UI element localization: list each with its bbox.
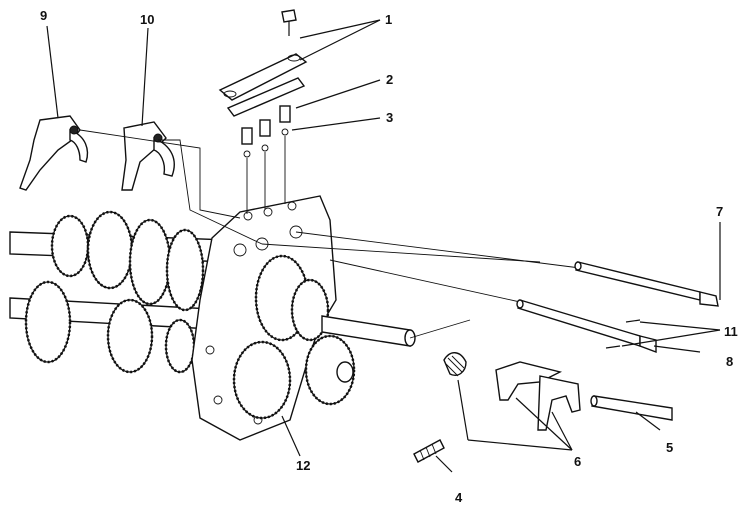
callout-12: 12 bbox=[296, 458, 310, 473]
shift-rail-7 bbox=[574, 261, 719, 307]
callout-3: 3 bbox=[386, 110, 393, 125]
leader-lines bbox=[46, 19, 721, 473]
detent-springs bbox=[241, 105, 291, 158]
callout-8: 8 bbox=[726, 354, 733, 369]
shift-forks-6 bbox=[495, 361, 581, 431]
alignment-lines bbox=[79, 129, 581, 339]
callout-9: 9 bbox=[40, 8, 47, 23]
callout-4: 4 bbox=[455, 490, 463, 505]
spring-6 bbox=[443, 352, 467, 377]
tension-spring-4 bbox=[413, 439, 445, 463]
callout-2: 2 bbox=[386, 72, 393, 87]
shift-fork-10 bbox=[121, 121, 175, 191]
pin-5 bbox=[590, 395, 673, 421]
output-gears bbox=[232, 254, 416, 420]
callout-10: 10 bbox=[140, 12, 154, 27]
callout-5: 5 bbox=[666, 440, 673, 455]
shift-fork-9 bbox=[19, 115, 89, 191]
callout-1: 1 bbox=[385, 12, 392, 27]
callout-6: 6 bbox=[574, 454, 581, 469]
callout-numbers: 1 2 3 4 5 6 7 8 9 10 11 12 bbox=[40, 8, 738, 505]
callout-7: 7 bbox=[716, 204, 723, 219]
shift-rail-8 bbox=[516, 299, 657, 354]
interlock-plate bbox=[218, 9, 308, 117]
callout-11: 11 bbox=[724, 324, 738, 339]
roll-pins bbox=[605, 319, 641, 349]
gear-shaft-assembly bbox=[9, 210, 231, 374]
